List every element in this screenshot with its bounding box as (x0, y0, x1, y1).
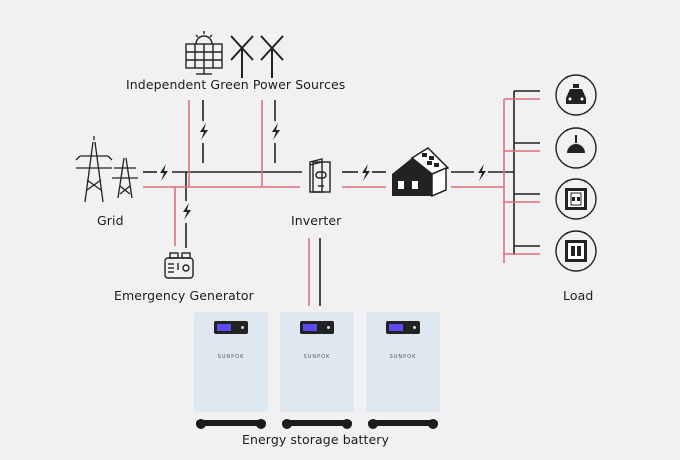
wind-turbine-icons (230, 35, 284, 78)
battery-unit: SUNPOK (280, 312, 354, 429)
generator-label: Emergency Generator (114, 288, 254, 303)
battery-unit: SUNPOK (194, 312, 268, 429)
bolt-icon (478, 164, 486, 181)
bolt-icon (272, 123, 280, 140)
inverter-icon (309, 158, 331, 193)
lightning-icons (160, 123, 486, 220)
bolt-icon (200, 123, 208, 140)
battery-display (300, 321, 334, 334)
generator-icon (164, 252, 194, 279)
battery-display (214, 321, 248, 334)
battery-display (386, 321, 420, 334)
load-lamp-icon (555, 127, 597, 169)
load-label: Load (563, 288, 594, 303)
title-label: Independent Green Power Sources (126, 77, 346, 92)
battery-brand: SUNPOK (389, 354, 417, 360)
inverter-label: Inverter (291, 213, 342, 228)
load-ev-charger-icon (555, 74, 597, 116)
load-switch-icon (555, 230, 597, 272)
solar-panel-icon (185, 31, 223, 75)
bolt-icon (362, 164, 370, 181)
house-icon (392, 147, 450, 198)
grid-label: Grid (97, 213, 124, 228)
battery-brand: SUNPOK (303, 354, 331, 360)
battery-label: Energy storage battery (242, 432, 390, 447)
bolt-icon (183, 203, 191, 220)
battery-brand: SUNPOK (217, 354, 245, 360)
battery-unit: SUNPOK (366, 312, 440, 429)
bolt-icon (160, 164, 168, 181)
grid-tower-icon (75, 136, 138, 203)
load-socket-icon (555, 178, 597, 220)
